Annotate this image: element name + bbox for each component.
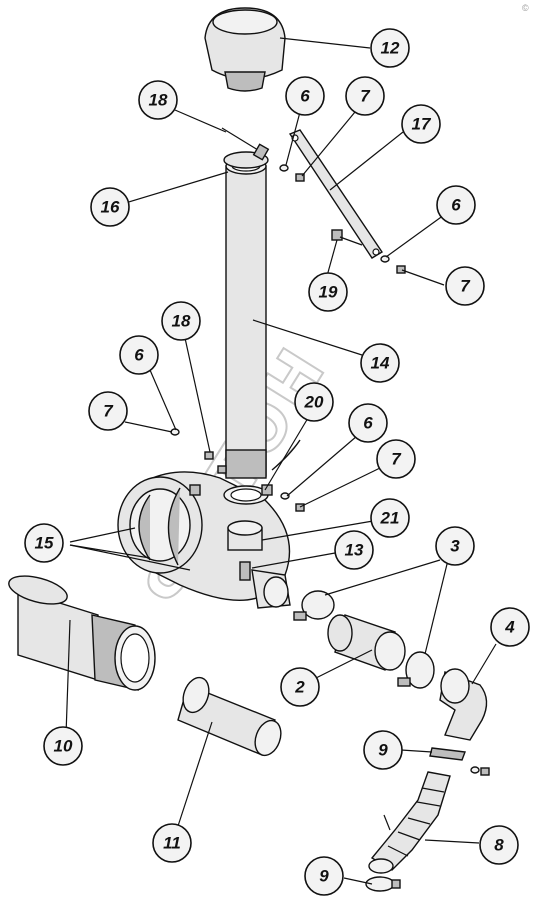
svg-text:11: 11 — [163, 834, 181, 853]
callout-12: 12 — [370, 28, 410, 68]
part-18-bolt-top — [221, 127, 270, 161]
svg-text:17: 17 — [412, 115, 432, 134]
callout-2: 2 — [280, 667, 320, 707]
part-3-clamp-left — [293, 590, 335, 621]
svg-text:14: 14 — [371, 354, 390, 373]
part-14-intake-tube — [223, 151, 269, 479]
callout-7-top-left: 7 — [345, 76, 385, 116]
part-11-filter-element — [177, 676, 282, 757]
part-3-clamp-right — [397, 651, 435, 689]
svg-text:7: 7 — [360, 87, 371, 106]
part-21-port — [227, 520, 263, 551]
callout-7-middle-right: 7 — [376, 439, 416, 479]
svg-text:7: 7 — [460, 277, 471, 296]
svg-text:15: 15 — [35, 534, 54, 553]
svg-text:20: 20 — [304, 393, 324, 412]
svg-text:6: 6 — [300, 87, 310, 106]
svg-text:6: 6 — [134, 346, 144, 365]
callout-18-top: 18 — [138, 80, 178, 120]
corner-mark: © — [522, 3, 529, 13]
callout-10: 10 — [43, 726, 83, 766]
callout-17: 17 — [401, 104, 441, 144]
svg-text:8: 8 — [494, 836, 504, 855]
part-12-rain-cap — [204, 7, 286, 92]
callout-6-top-right: 6 — [436, 185, 476, 225]
part-10-inlet-pipe — [8, 575, 156, 691]
svg-text:2: 2 — [294, 678, 305, 697]
callout-9-lower: 9 — [304, 856, 344, 896]
part-13-sensor — [239, 561, 251, 581]
callout-11: 11 — [152, 823, 192, 863]
callout-19: 19 — [308, 272, 348, 312]
callout-7-middle-left: 7 — [88, 391, 128, 431]
callout-3: 3 — [435, 526, 475, 566]
svg-text:9: 9 — [378, 741, 388, 760]
svg-text:18: 18 — [149, 91, 168, 110]
outlet-nozzle — [251, 569, 291, 609]
part-8-corrugated-hose — [368, 771, 451, 874]
callout-6-middle-right: 6 — [348, 403, 388, 443]
svg-text:7: 7 — [391, 450, 402, 469]
svg-text:9: 9 — [319, 867, 329, 886]
callout-20: 20 — [294, 382, 334, 422]
svg-text:19: 19 — [319, 283, 338, 302]
callout-21: 21 — [370, 498, 410, 538]
callout-6-top-left: 6 — [285, 76, 325, 116]
part-2-hose — [327, 614, 406, 671]
svg-text:21: 21 — [380, 509, 400, 528]
svg-text:13: 13 — [345, 541, 364, 560]
callout-18-middle: 18 — [161, 301, 201, 341]
leader-lines — [65, 37, 497, 885]
svg-text:6: 6 — [451, 196, 461, 215]
callout-8: 8 — [479, 825, 519, 865]
svg-text:6: 6 — [363, 414, 373, 433]
callout-4: 4 — [490, 607, 530, 647]
callout-6-middle-left: 6 — [119, 335, 159, 375]
part-4-elbow — [439, 668, 488, 741]
callout-13: 13 — [334, 530, 374, 570]
svg-text:18: 18 — [172, 312, 191, 331]
callout-16: 16 — [90, 187, 130, 227]
part-9-clamp-lower — [365, 876, 401, 892]
callout-9-upper: 9 — [363, 730, 403, 770]
callout-15: 15 — [24, 523, 64, 563]
part-9-clamp-upper — [429, 747, 490, 776]
callout-14: 14 — [360, 343, 400, 383]
callout-7-top-right: 7 — [445, 266, 485, 306]
fasteners-top — [279, 164, 406, 274]
svg-text:12: 12 — [381, 39, 400, 58]
svg-text:4: 4 — [504, 618, 515, 637]
svg-text:16: 16 — [101, 198, 120, 217]
svg-text:3: 3 — [450, 537, 460, 556]
svg-text:7: 7 — [103, 402, 114, 421]
svg-text:10: 10 — [54, 737, 73, 756]
